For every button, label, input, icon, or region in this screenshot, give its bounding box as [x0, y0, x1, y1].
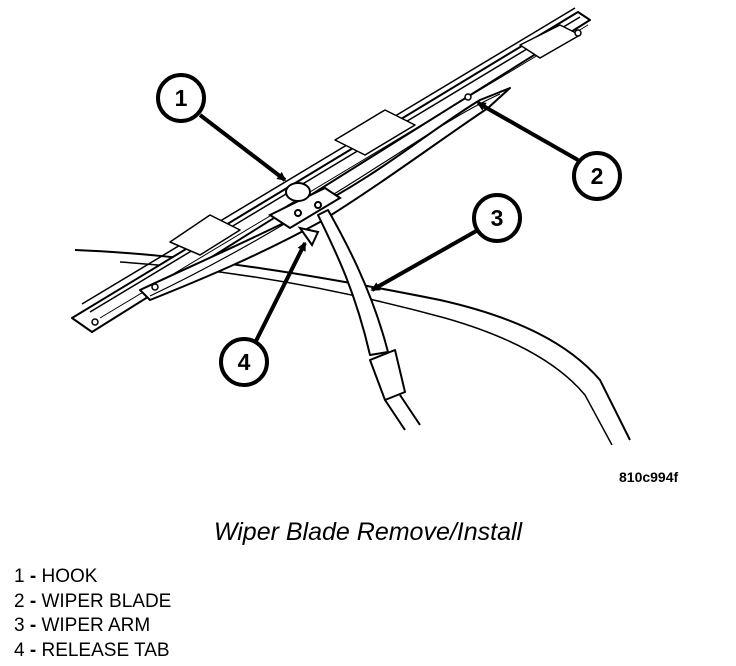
legend-label: RELEASE TAB	[41, 639, 170, 661]
legend-number: 1	[14, 566, 25, 587]
wiper-illustration: 1 2 3 4	[71, 7, 631, 446]
callout-4: 4	[219, 337, 269, 387]
legend-number: 3	[14, 615, 25, 636]
legend-item-4: 4 - RELEASE TAB	[14, 639, 171, 664]
legend-number: 2	[14, 590, 25, 612]
leader-lines	[198, 101, 579, 344]
legend-label: WIPER ARM	[41, 615, 151, 636]
legend-separator: -	[29, 639, 37, 661]
wiper-arm	[317, 209, 421, 431]
callout-number-1: 1	[175, 85, 188, 111]
figure-id: 810c994f	[619, 469, 679, 485]
legend-item-1: 1 - HOOK	[14, 565, 171, 590]
legend-separator: -	[29, 615, 37, 636]
legend-separator: -	[29, 566, 37, 587]
callout-legend: 1 - HOOK 2 - WIPER BLADE 3 - WIPER ARM 4…	[14, 565, 171, 663]
legend-item-2: 2 - WIPER BLADE	[14, 590, 171, 615]
legend-item-3: 3 - WIPER ARM	[14, 614, 171, 639]
callout-number-3: 3	[491, 205, 504, 231]
wiper-blade	[71, 7, 591, 333]
callout-number-4: 4	[238, 349, 251, 375]
callout-1: 1	[156, 73, 206, 123]
legend-label: HOOK	[41, 566, 98, 587]
callout-2: 2	[572, 151, 622, 201]
hook-block	[267, 182, 342, 247]
legend-number: 4	[14, 639, 25, 661]
callout-number-2: 2	[591, 163, 604, 189]
callout-3: 3	[472, 193, 522, 243]
legend-separator: -	[29, 590, 37, 612]
legend-label: WIPER BLADE	[41, 590, 172, 612]
figure-caption: Wiper Blade Remove/Install	[213, 518, 523, 546]
